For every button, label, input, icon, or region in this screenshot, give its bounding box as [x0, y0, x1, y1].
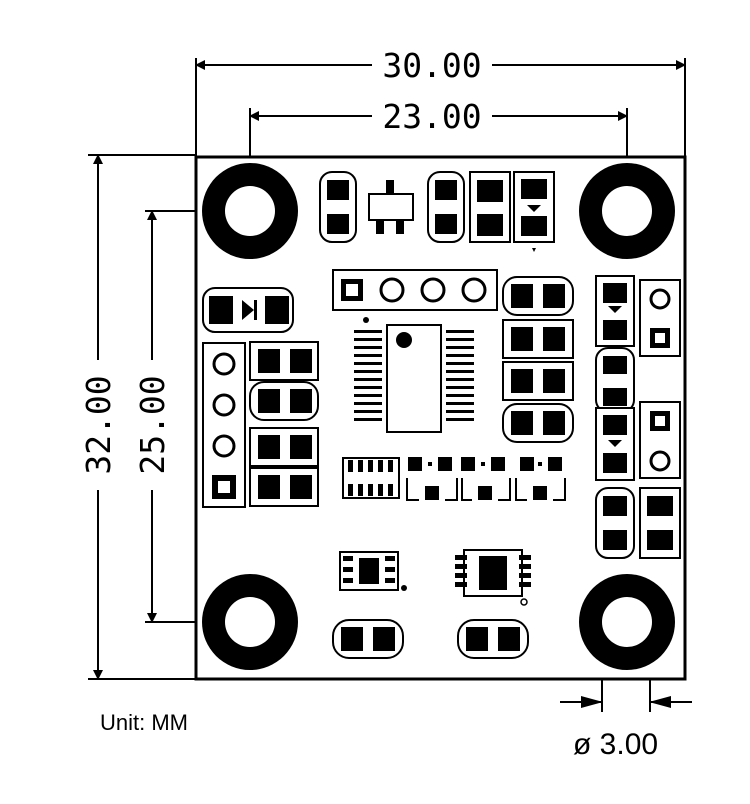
header-2pin-right-bottom	[649, 411, 671, 472]
dimension-width-30	[195, 58, 686, 160]
capacitor-bottom-right	[457, 619, 529, 659]
header-4pin-top	[332, 269, 498, 311]
hole-diameter-label: ø 3.00	[573, 728, 658, 762]
header-2pin-right-top	[649, 288, 671, 348]
capacitor-top-left	[319, 171, 357, 243]
small-ic-left	[339, 551, 407, 591]
capacitor-top-mid	[427, 171, 465, 243]
dimension-height-32	[88, 154, 196, 680]
unit-label: Unit: MM	[100, 710, 188, 735]
capacitor-bottom-left	[332, 619, 404, 659]
component-bank-center-right-pads	[511, 284, 565, 435]
dimension-hole-spacing-y-label: 25.00	[133, 375, 172, 474]
main-ic-soic	[354, 317, 474, 433]
mounting-hole-bottom-left	[202, 574, 298, 670]
led-top	[513, 171, 555, 252]
diode-left	[202, 287, 294, 333]
dimension-height-label: 32.00	[79, 375, 118, 474]
dimension-hole-spacing-x	[249, 108, 628, 160]
dimension-hole-spacing-y	[145, 210, 196, 623]
diameter-symbol: ø	[573, 728, 592, 761]
hole-diameter-value: 3.00	[599, 728, 659, 761]
mounting-hole-top-right	[579, 163, 675, 259]
resistor-bank-left-pads	[258, 349, 312, 499]
component-column-right-pads	[603, 283, 673, 550]
small-ic-soic8	[455, 549, 531, 606]
mounting-hole-top-left	[202, 163, 298, 259]
mounting-hole-bottom-right	[579, 574, 675, 670]
resistor-top	[469, 171, 511, 243]
dimension-width-label: 30.00	[382, 46, 481, 85]
header-4pin-left	[202, 342, 246, 508]
passive-row-bottom	[342, 457, 566, 501]
dimension-hole-spacing-x-label: 23.00	[382, 97, 481, 136]
transistor-sot23	[368, 180, 414, 234]
